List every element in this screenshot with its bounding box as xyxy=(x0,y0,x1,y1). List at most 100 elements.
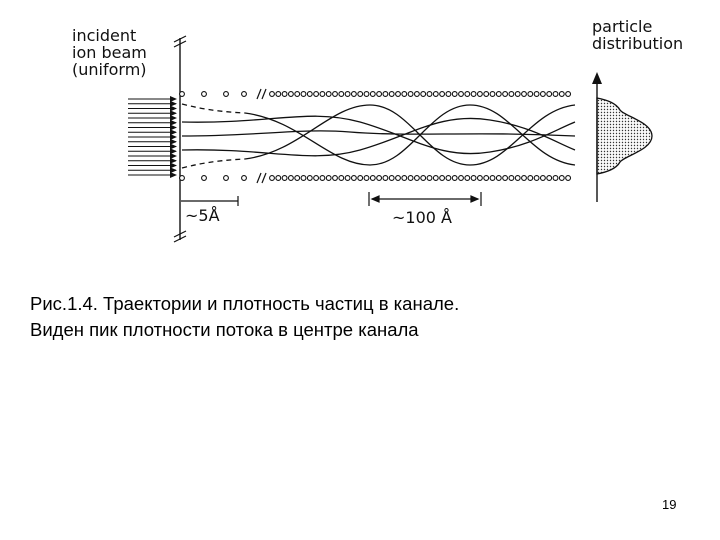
atom xyxy=(306,91,313,97)
atom xyxy=(395,91,401,97)
atom xyxy=(483,91,490,97)
atom xyxy=(539,91,546,97)
atom xyxy=(223,91,229,97)
atom xyxy=(432,175,439,181)
atom xyxy=(287,175,294,181)
atom xyxy=(413,175,420,181)
distribution-plot xyxy=(592,72,653,202)
atom xyxy=(294,91,301,97)
atom xyxy=(426,91,433,97)
atom xyxy=(319,91,326,97)
atom xyxy=(376,175,383,181)
atom xyxy=(514,91,521,97)
distribution-curve xyxy=(596,97,653,175)
atom xyxy=(432,91,439,97)
atom xyxy=(401,91,408,97)
atom xyxy=(451,175,458,181)
atom xyxy=(527,91,534,97)
atom xyxy=(514,175,521,181)
beam-label-line-1: incident xyxy=(72,26,137,45)
distribution-label: particle distribution xyxy=(592,18,683,52)
atom xyxy=(300,175,307,181)
atom xyxy=(382,175,389,181)
atom xyxy=(489,91,496,97)
atom-rows xyxy=(179,91,572,181)
atom xyxy=(558,175,565,181)
atom xyxy=(439,91,446,97)
atom xyxy=(363,91,370,97)
atom xyxy=(344,91,351,97)
atom xyxy=(306,175,313,181)
atom xyxy=(369,175,376,181)
atom xyxy=(241,91,247,97)
distribution-axis-arrow xyxy=(592,72,602,84)
atom xyxy=(388,175,395,181)
atom xyxy=(565,175,572,181)
atom xyxy=(179,91,185,97)
trajectory-2 xyxy=(181,158,246,169)
atom xyxy=(413,91,420,97)
atom xyxy=(332,91,338,97)
atom xyxy=(281,175,288,181)
atom xyxy=(241,175,247,181)
atom xyxy=(508,91,515,97)
atom xyxy=(502,91,509,97)
atom xyxy=(420,91,427,97)
atom xyxy=(464,175,471,181)
atom xyxy=(445,91,452,97)
atom xyxy=(483,175,490,181)
distribution-label-line-1: particle xyxy=(592,17,653,36)
incident-arrows xyxy=(128,96,177,178)
atom xyxy=(527,175,534,181)
atom xyxy=(275,91,282,97)
trajectory-6 xyxy=(181,117,576,157)
atom xyxy=(407,91,414,97)
atom xyxy=(401,175,408,181)
atom xyxy=(451,91,458,97)
atom xyxy=(521,175,527,181)
trajectory-5 xyxy=(181,115,576,155)
atom xyxy=(470,91,477,97)
atom xyxy=(395,175,401,181)
atom xyxy=(464,91,471,97)
atom xyxy=(470,175,477,181)
atom xyxy=(269,175,275,181)
atom xyxy=(300,91,307,97)
atom xyxy=(275,175,282,181)
caption-line-2: Виден пик плотности потока в центре кана… xyxy=(30,319,419,340)
atom xyxy=(508,175,515,181)
axis-break-bottom xyxy=(173,230,187,243)
trajectory-3 xyxy=(244,104,576,166)
atom xyxy=(382,91,389,97)
distribution-label-line-2: distribution xyxy=(592,34,684,53)
atom xyxy=(388,91,395,97)
beam-label: incident ion beam (uniform) xyxy=(72,27,147,78)
atom xyxy=(445,175,452,181)
atom xyxy=(287,91,294,97)
atom xyxy=(179,175,185,181)
trajectories xyxy=(181,103,576,169)
atom xyxy=(546,175,553,181)
atom xyxy=(201,175,207,181)
atom xyxy=(338,175,345,181)
atom xyxy=(313,91,320,97)
atom xyxy=(546,91,553,97)
channeling-diagram: ~5Å ~100 Å xyxy=(128,35,653,243)
atom xyxy=(458,91,464,97)
small-scale-label: ~5Å xyxy=(185,206,220,225)
atom xyxy=(325,91,332,97)
atom xyxy=(533,175,540,181)
atom xyxy=(495,175,502,181)
atom xyxy=(407,175,414,181)
atom xyxy=(338,91,345,97)
atom xyxy=(426,175,433,181)
atom xyxy=(223,175,229,181)
beam-label-line-2: ion beam xyxy=(72,43,147,62)
atom xyxy=(458,175,464,181)
atom xyxy=(294,175,301,181)
atom xyxy=(332,175,338,181)
atom xyxy=(439,175,446,181)
atom xyxy=(476,175,483,181)
atom xyxy=(476,91,483,97)
